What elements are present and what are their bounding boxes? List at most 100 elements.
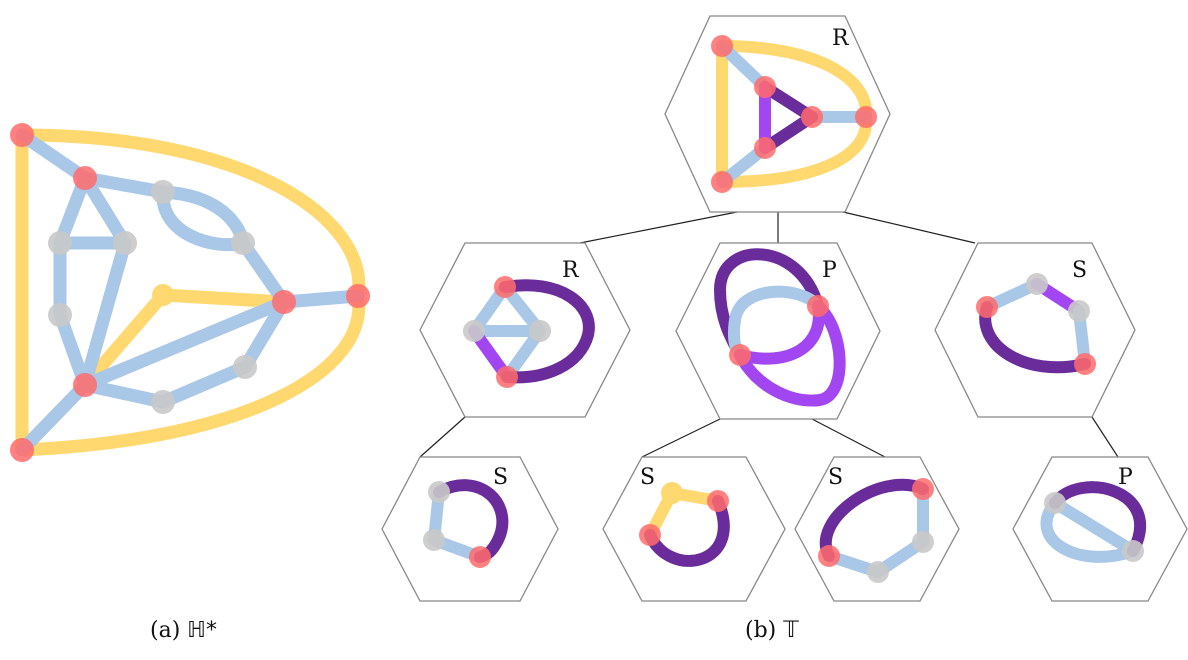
caption-left: (a) ℍ* <box>150 618 217 643</box>
edge <box>156 288 291 309</box>
edge <box>1049 481 1146 557</box>
node-red <box>855 106 877 128</box>
node-gray <box>151 180 175 204</box>
edge <box>716 40 873 123</box>
edge <box>15 289 366 457</box>
edge <box>734 300 825 365</box>
node-gray <box>233 355 257 379</box>
caption-left-prefix: (a) <box>150 618 188 643</box>
hexagon-outline <box>794 456 960 602</box>
node-red <box>711 171 733 193</box>
node-red <box>707 490 729 512</box>
node-gray <box>113 231 137 255</box>
node-type-label: S <box>1072 258 1087 283</box>
node-type-label: S <box>828 465 843 490</box>
node-red <box>272 290 296 314</box>
node-type-label: S <box>640 465 655 490</box>
yellow-edges <box>15 128 366 457</box>
edge <box>979 301 1091 374</box>
caption-left-symbol: ℍ* <box>187 618 217 643</box>
node-type-label: R <box>832 26 850 51</box>
node-red <box>494 276 516 298</box>
node-red <box>711 35 733 57</box>
node-gray <box>1122 540 1144 562</box>
node-gray <box>423 529 445 551</box>
node-gray <box>1068 300 1090 322</box>
edge <box>15 128 366 303</box>
node-red <box>10 438 34 462</box>
tree-node-level1-p: P <box>675 242 881 420</box>
hexagon-outline <box>381 456 559 602</box>
node-gray <box>48 303 72 327</box>
hexagon-outline <box>664 15 891 213</box>
edge <box>716 111 873 188</box>
node-red <box>346 284 370 308</box>
node-gray <box>231 231 255 255</box>
edge <box>15 378 92 457</box>
tree-node-level1-r: R <box>419 242 631 418</box>
node-red <box>10 123 34 147</box>
node-gray <box>1026 273 1048 295</box>
tree-edge <box>419 416 466 458</box>
node-gray <box>529 320 551 342</box>
edge <box>78 171 132 250</box>
node-red <box>754 76 776 98</box>
graph-h-star <box>10 123 370 462</box>
node-gray <box>48 231 72 255</box>
edge <box>819 478 929 562</box>
edge <box>78 378 170 409</box>
caption-right-prefix: (b) <box>745 618 784 643</box>
node-gray <box>428 481 450 503</box>
edge <box>156 360 252 409</box>
nodes <box>10 123 370 462</box>
node-yellow <box>661 482 683 504</box>
node-type-label: P <box>1118 465 1133 490</box>
edge <box>277 289 365 309</box>
node-red <box>801 106 823 128</box>
hexagon-outline <box>934 242 1136 418</box>
edge <box>15 128 92 185</box>
tree-node-level2-s-3: S <box>794 456 960 602</box>
node-gray <box>867 561 889 583</box>
node-red <box>73 373 97 397</box>
node-gray <box>463 320 485 342</box>
node-red <box>912 478 934 500</box>
tree-node-root: R <box>664 15 891 213</box>
tree-edge <box>1091 416 1119 458</box>
node-gray <box>1044 492 1066 514</box>
edge <box>78 288 170 392</box>
hexagon-outline <box>419 242 631 418</box>
tree-edge <box>811 418 886 458</box>
edge <box>78 295 291 392</box>
node-type-label: P <box>822 258 837 283</box>
hexagon-outline <box>675 242 881 420</box>
node-red <box>729 344 751 366</box>
node-type-label: R <box>562 258 580 283</box>
hexagon-outline <box>602 456 786 602</box>
edge <box>734 300 846 407</box>
edge <box>1049 497 1139 557</box>
node-yellow <box>152 284 174 306</box>
hexagon-outline <box>1012 456 1188 602</box>
node-red <box>73 166 97 190</box>
tree-edge <box>842 211 976 244</box>
node-red <box>818 545 840 567</box>
node-type-label: S <box>493 465 508 490</box>
edge <box>238 295 291 374</box>
node-red <box>807 295 829 317</box>
tree-node-level1-s: S <box>934 242 1136 418</box>
tree-node-level2-s-1: S <box>381 456 559 602</box>
node-red <box>639 524 661 546</box>
node-red <box>976 296 998 318</box>
node-red <box>496 366 518 388</box>
node-gray <box>912 531 934 553</box>
edge <box>1040 497 1139 563</box>
edge <box>78 236 132 392</box>
node-gray <box>151 390 175 414</box>
edge <box>499 279 595 384</box>
tree-edges <box>419 211 1119 458</box>
caption-right: (b) 𝕋 <box>745 618 799 643</box>
node-red <box>1074 353 1096 375</box>
tree-edge <box>579 211 738 244</box>
